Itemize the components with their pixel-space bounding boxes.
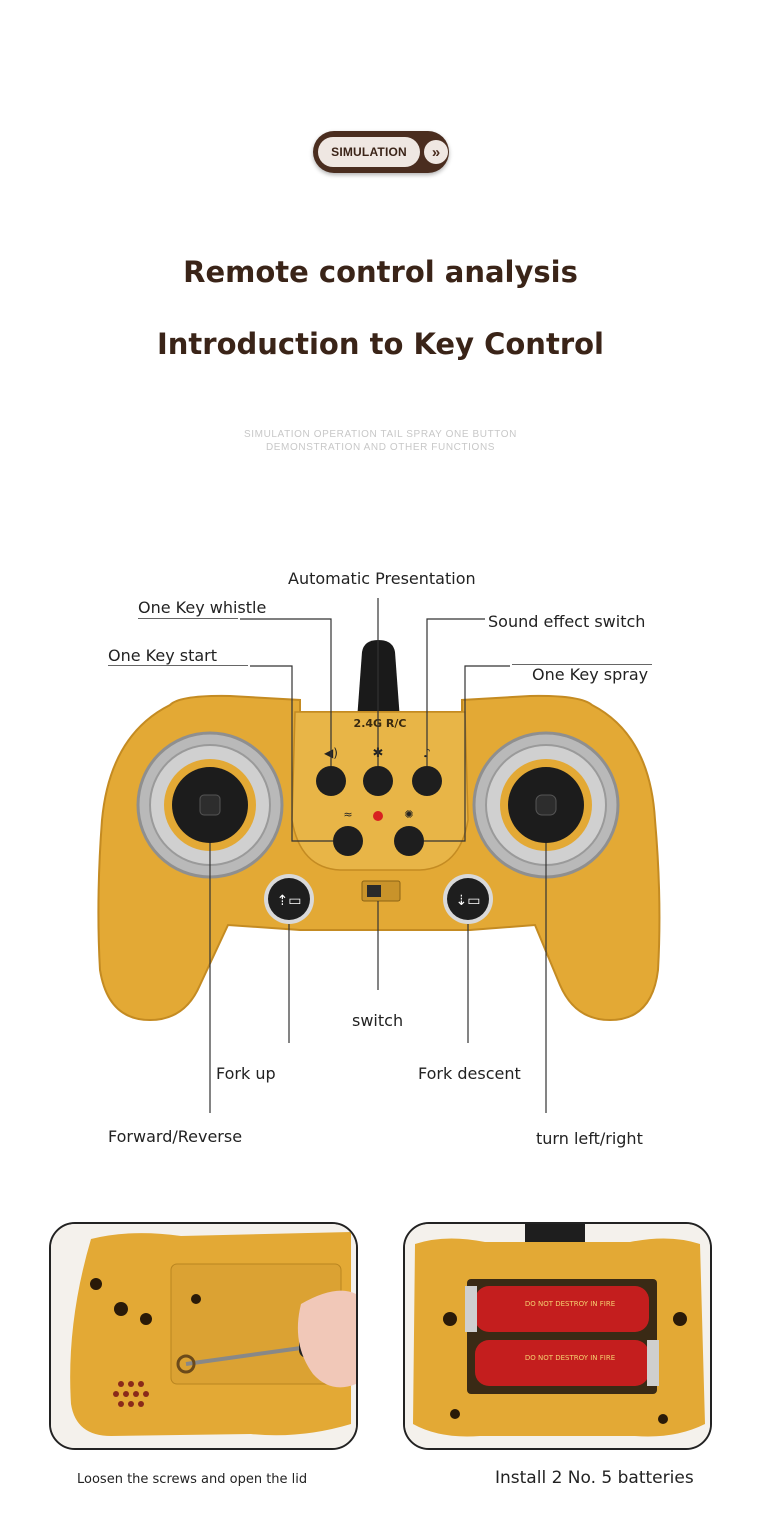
- svg-text:⇣▭: ⇣▭: [456, 893, 481, 909]
- label-one-key-whistle: One Key whistle: [138, 598, 267, 617]
- sound-button: [412, 766, 442, 796]
- label-forward-reverse: Forward/Reverse: [108, 1127, 243, 1146]
- page-title: Remote control analysis: [183, 255, 578, 289]
- tagline-line-1: SIMULATION OPERATION TAIL SPRAY ONE BUTT…: [243, 429, 518, 440]
- leader-lines: [209, 598, 547, 1113]
- open-lid-illustration: [51, 1224, 356, 1448]
- caption-open-lid: Loosen the screws and open the lid: [77, 1472, 308, 1487]
- label-turn-left-right: turn left/right: [536, 1129, 643, 1148]
- spray-button: [394, 826, 424, 856]
- fork-descent-button: ⇣▭: [443, 874, 493, 924]
- double-chevron-right-icon: »: [424, 140, 448, 164]
- label-one-key-start: One Key start: [108, 646, 218, 665]
- label-automatic-presentation: Automatic Presentation: [288, 569, 476, 588]
- label-sound-effect-switch: Sound effect switch: [488, 612, 646, 631]
- svg-text:DO NOT DESTROY IN FIRE: DO NOT DESTROY IN FIRE: [525, 1300, 615, 1308]
- led-indicator: [373, 811, 383, 821]
- tagline: SIMULATION OPERATION TAIL SPRAY ONE BUTT…: [0, 428, 761, 454]
- spray-icon: ✺: [404, 808, 413, 821]
- tagline-line-2: DEMONSTRATION AND OTHER FUNCTIONS: [265, 442, 496, 453]
- label-fork-descent: Fork descent: [418, 1064, 521, 1083]
- svg-text:DO NOT DESTROY IN FIRE: DO NOT DESTROY IN FIRE: [525, 1354, 615, 1362]
- label-fork-up: Fork up: [216, 1064, 276, 1083]
- photo-open-lid: [49, 1222, 358, 1450]
- right-joystick: [472, 731, 620, 879]
- whistle-underline: [138, 618, 238, 619]
- badge-label: SIMULATION: [318, 137, 420, 167]
- start-underline: [108, 665, 248, 666]
- label-one-key-spray: One Key spray: [532, 665, 649, 684]
- start-button: [333, 826, 363, 856]
- whistle-button: [316, 766, 346, 796]
- brand-text: 2.4G R/C: [354, 717, 407, 730]
- batteries-illustration: DO NOT DESTROY IN FIRE DO NOT DESTROY IN…: [405, 1224, 710, 1448]
- presentation-button: [363, 766, 393, 796]
- caption-batteries: Install 2 No. 5 batteries: [495, 1468, 694, 1488]
- photo-batteries: DO NOT DESTROY IN FIRE DO NOT DESTROY IN…: [403, 1222, 712, 1450]
- page-subtitle: Introduction to Key Control: [157, 327, 604, 361]
- simulation-badge: SIMULATION »: [313, 131, 449, 173]
- label-switch: switch: [352, 1011, 404, 1030]
- spray-underline: [512, 664, 652, 665]
- left-joystick: [136, 731, 284, 879]
- svg-text:⇡▭: ⇡▭: [277, 893, 302, 909]
- wifi-icon: ≈: [343, 808, 352, 821]
- controller-diagram: 2.4G R/C ◀) ✱ ♪ ≈ ✺ ⇡▭ ⇣▭: [97, 598, 661, 1113]
- fork-up-button: ⇡▭: [264, 874, 314, 924]
